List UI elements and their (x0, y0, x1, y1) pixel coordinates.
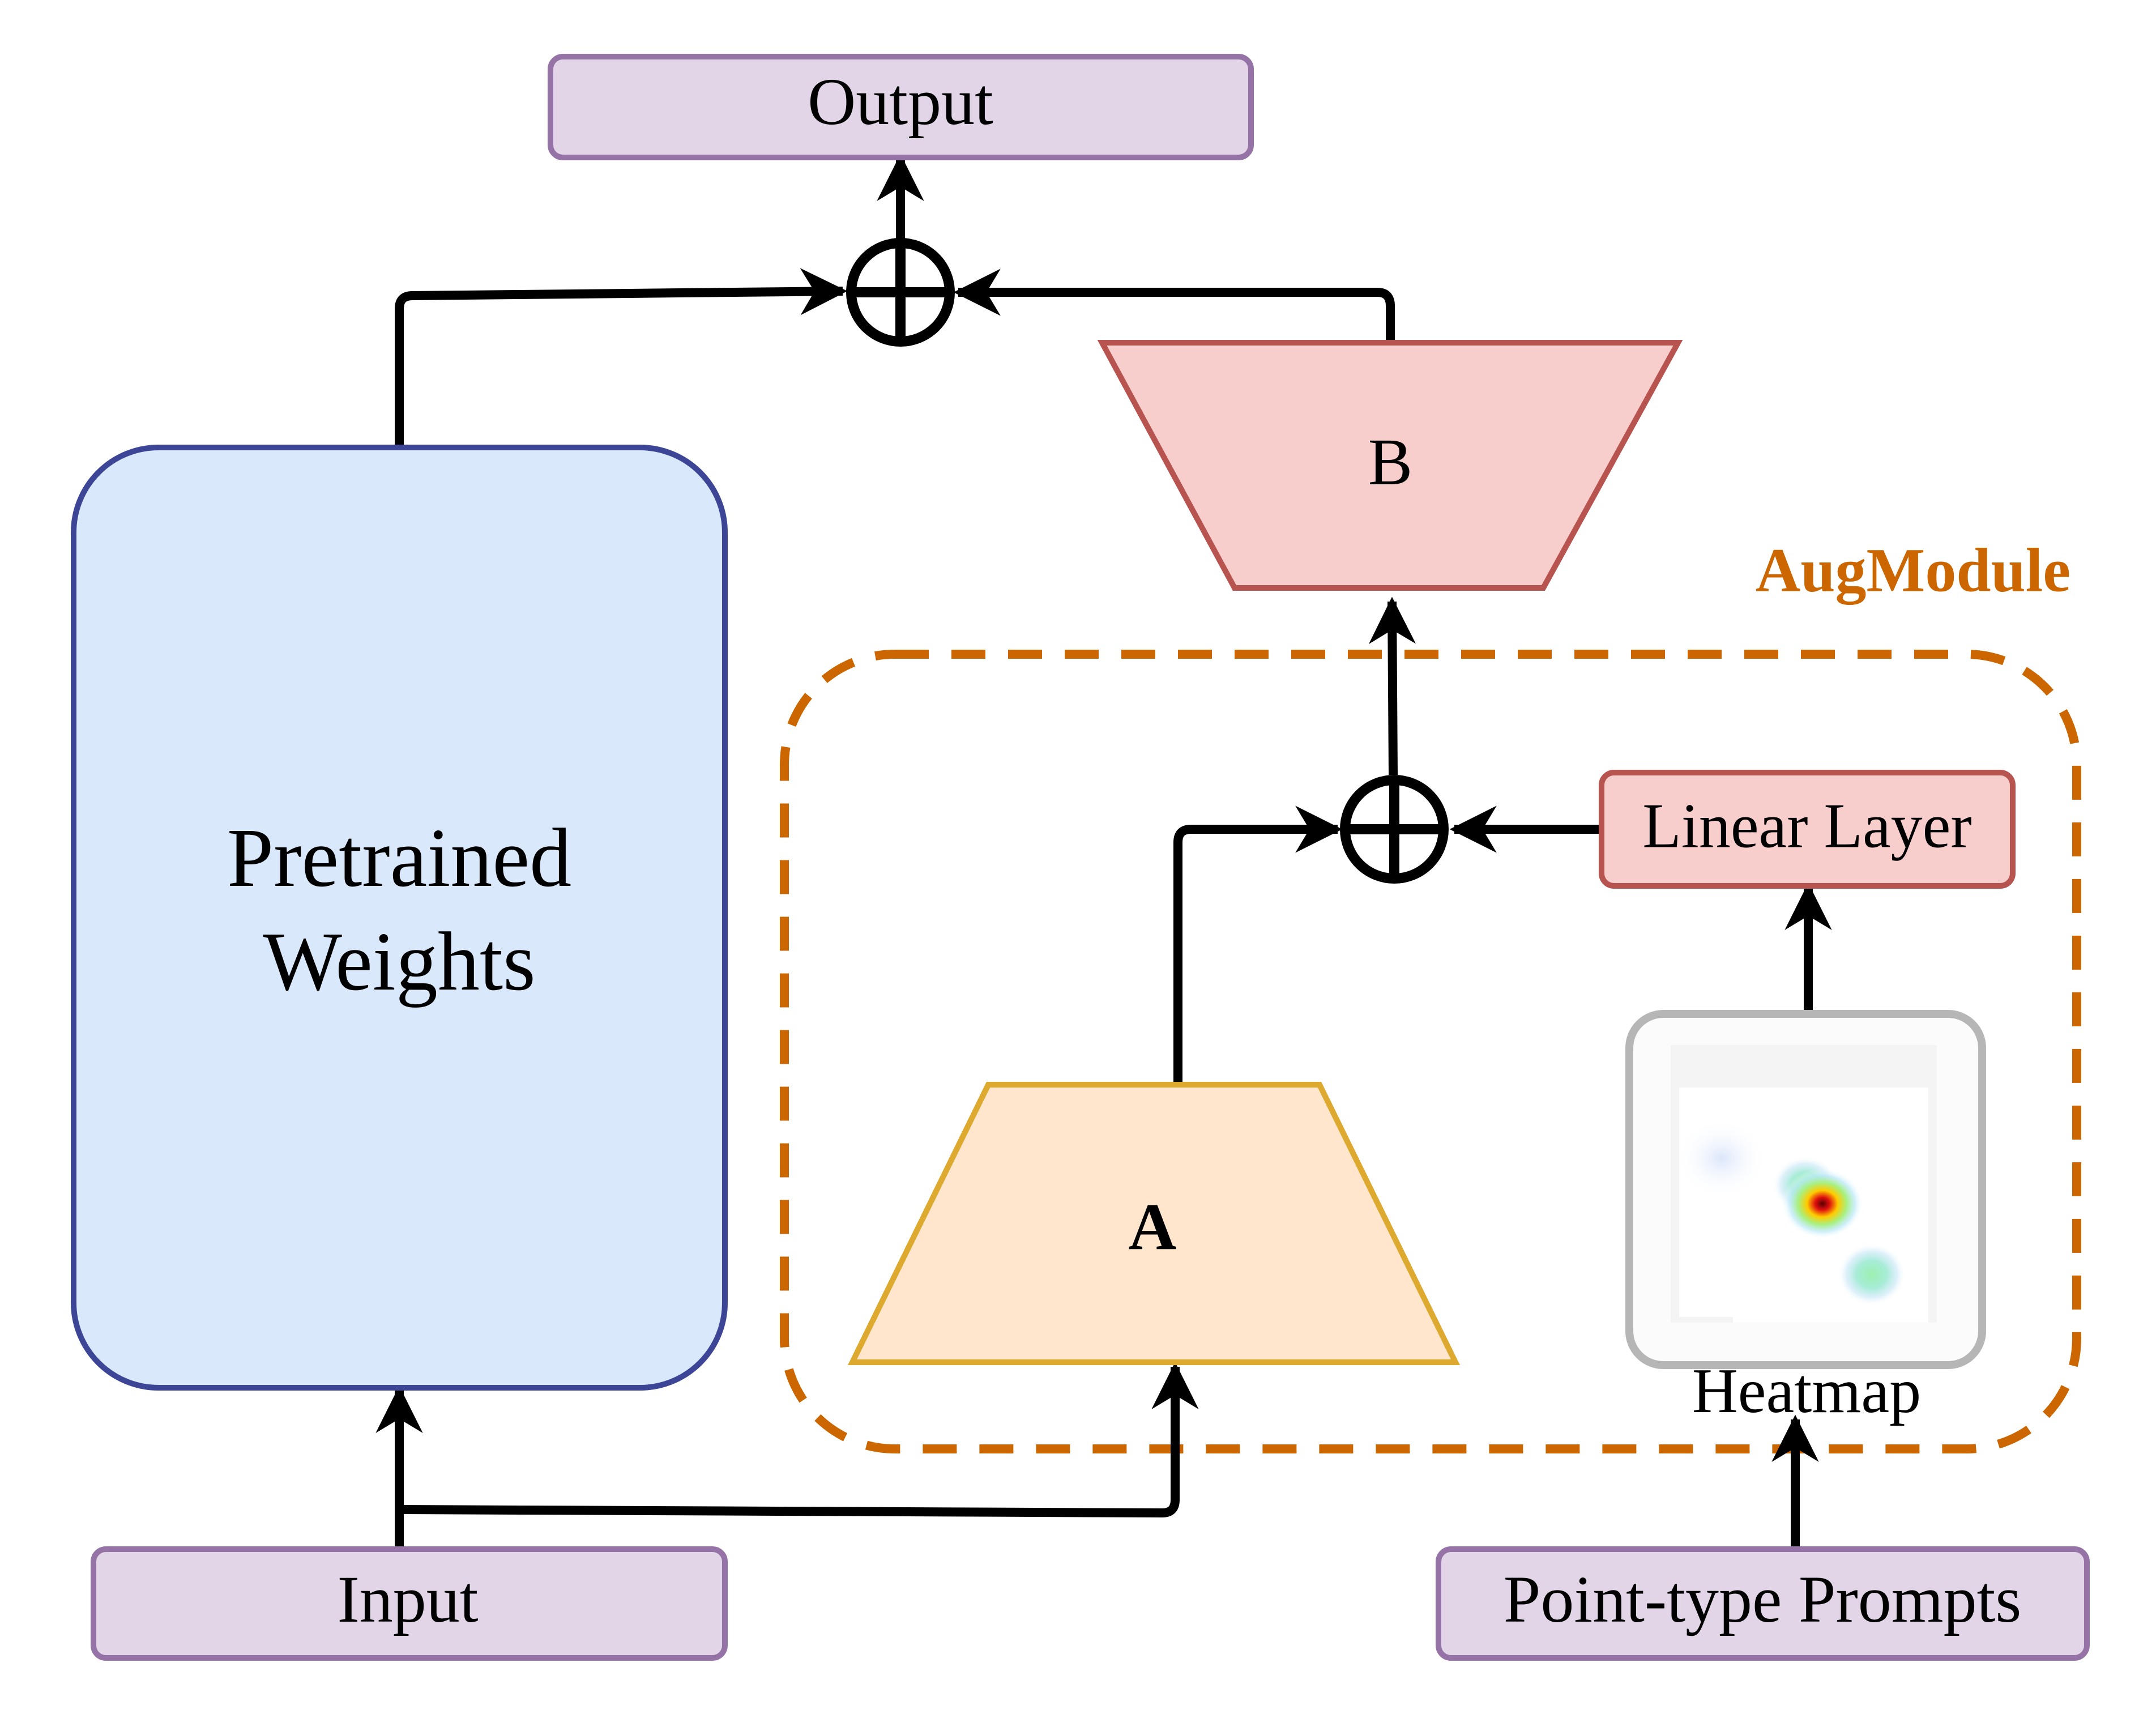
a-label: A (1128, 1189, 1176, 1264)
input-box (91, 1546, 728, 1661)
connector-sum-to-b (1368, 596, 1416, 775)
heatmap-image (1625, 1010, 1986, 1369)
pretrained-weights-line1: Pretrained (227, 812, 571, 905)
b-label: B (1368, 425, 1413, 499)
point-prompts-box (1436, 1546, 2090, 1661)
augmodule-group-border (780, 650, 2081, 1453)
sum-node-top (846, 238, 955, 347)
augmodule-label: AugModule (1756, 535, 2070, 604)
pretrained-weights-line2: Weights (263, 915, 535, 1008)
connector-pretrained-to-sum (395, 268, 848, 447)
heatmap-label: Heatmap (1692, 1356, 1921, 1426)
a-block (847, 1082, 1461, 1365)
input-label: Input (337, 1562, 478, 1636)
connector-b-to-sum (953, 268, 1395, 346)
connector-a-to-sum (1173, 805, 1343, 1082)
output-box (548, 54, 1254, 160)
point-prompts-label: Point-type Prompts (1504, 1562, 2022, 1636)
sum-node-inner (1340, 775, 1449, 884)
connector-input-to-a (399, 1362, 1199, 1518)
b-block (1097, 340, 1683, 591)
linear-layer-box (1599, 770, 2016, 889)
output-label: Output (808, 65, 993, 139)
linear-layer-label: Linear Layer (1642, 791, 1971, 862)
pretrained-weights-box (71, 445, 728, 1391)
